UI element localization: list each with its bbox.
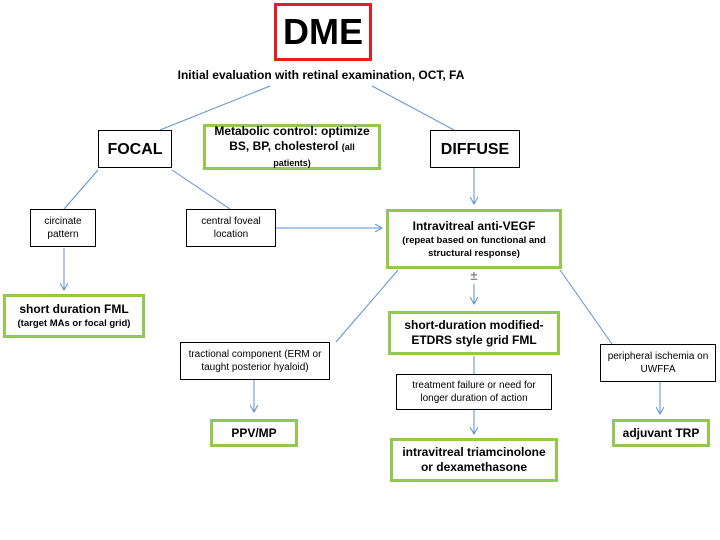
anti-vegf-note: (repeat based on functional and structur… (402, 234, 546, 259)
short-duration-fml-box: short duration FML (target MAs or focal … (3, 294, 145, 338)
central-foveal-box: central foveal location (186, 209, 276, 247)
diffuse-label: DIFFUSE (440, 140, 510, 158)
metabolic-control-note: (all patients) (273, 141, 355, 168)
treatment-failure-text: treatment failure or need for longer dur… (412, 380, 536, 404)
line-eval-diffuse (371, 85, 455, 131)
peripheral-ischemia-box: peripheral ischemia on UWFFA (600, 344, 716, 382)
ppv-mp-box: PPV/MP (210, 419, 298, 447)
adjuvant-trp-text: adjuvant TRP (622, 425, 700, 440)
peripheral-ischemia-text: peripheral ischemia on UWFFA (607, 351, 709, 375)
treatment-failure-box: treatment failure or need for longer dur… (396, 374, 552, 410)
circinate-pattern-box: circinate pattern (30, 209, 96, 247)
central-foveal-text: central foveal location (201, 216, 261, 240)
line-antivegf-peripheral (559, 269, 613, 345)
circinate-pattern-text: circinate pattern (44, 216, 82, 240)
line-focal-circinate (63, 169, 99, 210)
title-text: DME (283, 11, 363, 52)
triamcinolone-text: intravitreal triamcinolone or dexamethas… (402, 445, 546, 474)
initial-evaluation-text: Initial evaluation with retinal examinat… (177, 68, 465, 82)
short-duration-fml-note: (target MAs or focal grid) (17, 318, 131, 329)
title-box: DME (274, 3, 372, 61)
ppv-mp-text: PPV/MP (231, 425, 277, 440)
focal-box: FOCAL (98, 130, 172, 168)
plus-minus-symbol: ± (470, 268, 478, 283)
line-focal-central (171, 169, 231, 210)
triamcinolone-box: intravitreal triamcinolone or dexamethas… (390, 438, 558, 482)
anti-vegf-box: Intravitreal anti-VEGF (repeat based on … (386, 209, 562, 269)
anti-vegf-text: Intravitreal anti-VEGF (412, 218, 536, 233)
metabolic-control-text: Metabolic control: optimize BS, BP, chol… (214, 123, 370, 168)
grid-fml-text: short-duration modified-ETDRS style grid… (404, 318, 544, 347)
line-antivegf-tractional (335, 269, 399, 343)
focal-label: FOCAL (107, 140, 163, 158)
adjuvant-trp-box: adjuvant TRP (612, 419, 710, 447)
metabolic-control-box: Metabolic control: optimize BS, BP, chol… (203, 124, 381, 170)
line-eval-focal (159, 85, 271, 131)
tractional-component-text: tractional component (ERM or taught post… (188, 349, 322, 373)
diffuse-box: DIFFUSE (430, 130, 520, 168)
tractional-component-box: tractional component (ERM or taught post… (180, 342, 330, 380)
short-duration-fml-text: short duration FML (19, 302, 129, 316)
grid-fml-box: short-duration modified-ETDRS style grid… (388, 311, 560, 355)
